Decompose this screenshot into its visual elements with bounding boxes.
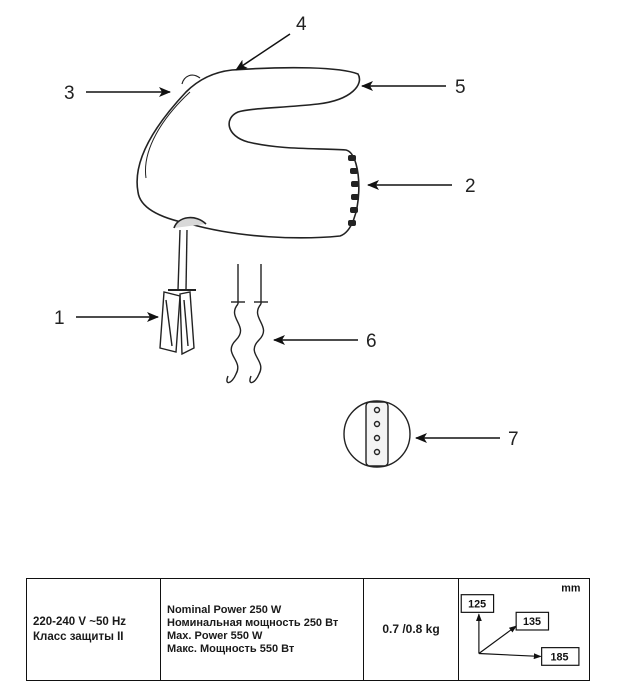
dimensions-diagram: mm 125 135 185 [460, 583, 580, 666]
callout-number-6: 6 [366, 331, 377, 352]
weight-cell: 0.7 /0.8 kg [363, 578, 459, 681]
dim-depth-box [515, 611, 550, 631]
dim-length-value: 185 [550, 651, 568, 663]
dim-height-box [460, 594, 495, 613]
max-power-ru: Макс. Мощность 550 Вт [167, 642, 295, 655]
voltage-cell: 220-240 V ~50 Hz Класс защиты II [26, 578, 161, 681]
callout-number-1: 1 [54, 308, 65, 329]
power-cell: Nominal Power 250 W Номинальная мощность… [160, 578, 364, 681]
dough-hooks [226, 264, 268, 384]
beaters-attached [159, 229, 196, 356]
dims-unit: mm [561, 583, 580, 595]
wall-bracket [343, 400, 411, 468]
spec-row: 220-240 V ~50 Hz Класс защиты II Nominal… [26, 578, 590, 681]
mixer-diagram: 1 2 3 4 5 6 7 [54, 14, 519, 468]
callout-number-4: 4 [296, 14, 307, 35]
dimensions-cell: mm 125 135 185 [458, 578, 590, 681]
callout-number-3: 3 [64, 83, 75, 104]
dim-length-box [541, 647, 580, 666]
nominal-power-ru: Номинальная мощность 250 Вт [167, 616, 339, 629]
callout-arrows [76, 33, 500, 443]
callout-number-2: 2 [465, 176, 476, 197]
vent-grille [348, 155, 359, 226]
dim-height-value: 125 [468, 598, 486, 610]
weight-text: 0.7 /0.8 kg [382, 622, 440, 636]
dimension-axes [475, 613, 542, 660]
nominal-power-en: Nominal Power 250 W [167, 603, 282, 616]
protection-class-text: Класс защиты II [33, 630, 124, 643]
callout-number-7: 7 [508, 429, 519, 450]
spec-table: 220-240 V ~50 Hz Класс защиты II Nominal… [26, 578, 590, 681]
mixer-body [136, 66, 361, 239]
voltage-text: 220-240 V ~50 Hz [33, 615, 127, 628]
dim-depth-value: 135 [523, 616, 541, 628]
callout-number-5: 5 [455, 77, 466, 98]
max-power-en: Max. Power 550 W [167, 629, 263, 642]
